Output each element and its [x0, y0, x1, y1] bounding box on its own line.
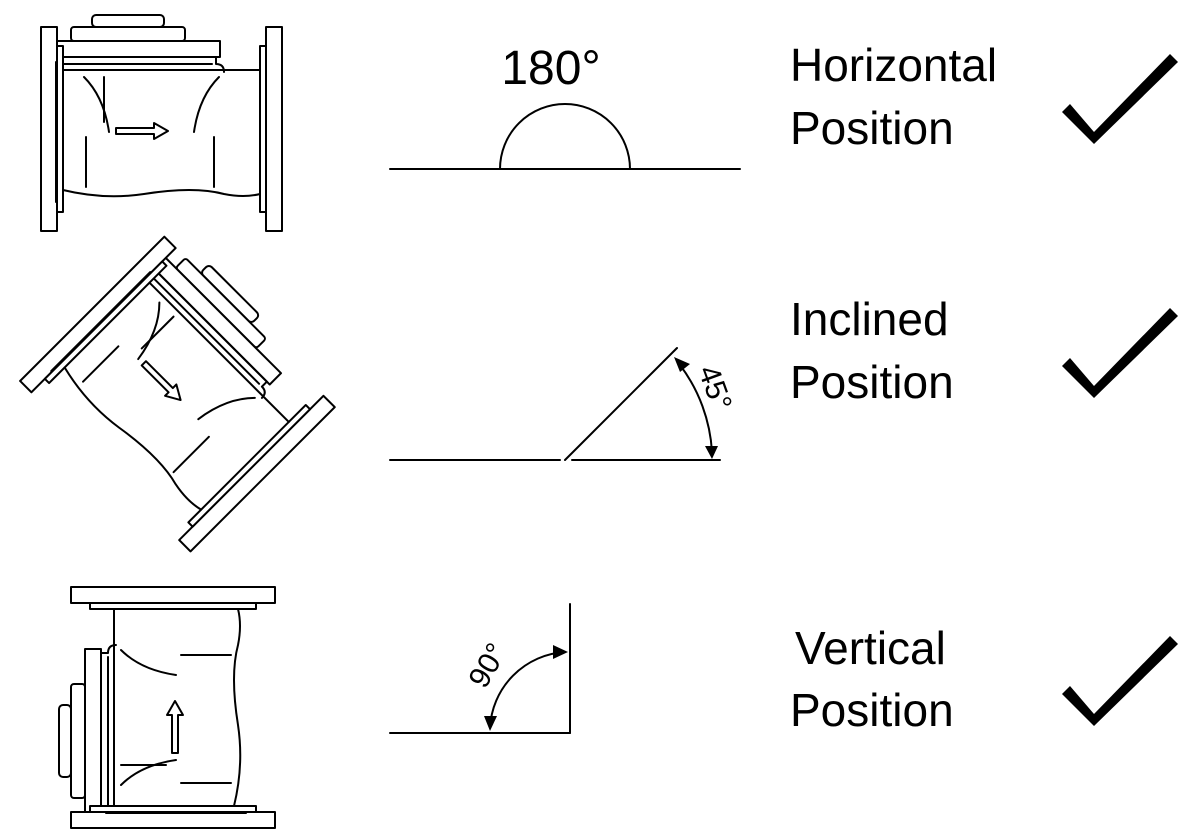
- horizontal-label-line1: Horizontal: [790, 39, 997, 91]
- check-icon: [1062, 308, 1178, 398]
- angle-label-45: 45°: [691, 361, 738, 415]
- valve-horizontal-drawing: [40, 14, 283, 232]
- vertical-label-line1: Vertical: [795, 622, 946, 674]
- angle-180-diagram: [389, 103, 741, 170]
- inclined-label-line1: Inclined: [790, 293, 949, 345]
- vertical-label-line2: Position: [790, 684, 954, 736]
- check-icon: [1062, 636, 1178, 726]
- check-icon: [1062, 54, 1178, 144]
- horizontal-label-line2: Position: [790, 102, 954, 154]
- angle-45-diagram: [389, 347, 721, 461]
- valve-inclined-drawing: [19, 227, 345, 553]
- angle-90-diagram: [389, 603, 571, 734]
- angle-label-180: 180°: [501, 42, 600, 95]
- inclined-label-line2: Position: [790, 356, 954, 408]
- valve-vertical-drawing: [58, 586, 276, 829]
